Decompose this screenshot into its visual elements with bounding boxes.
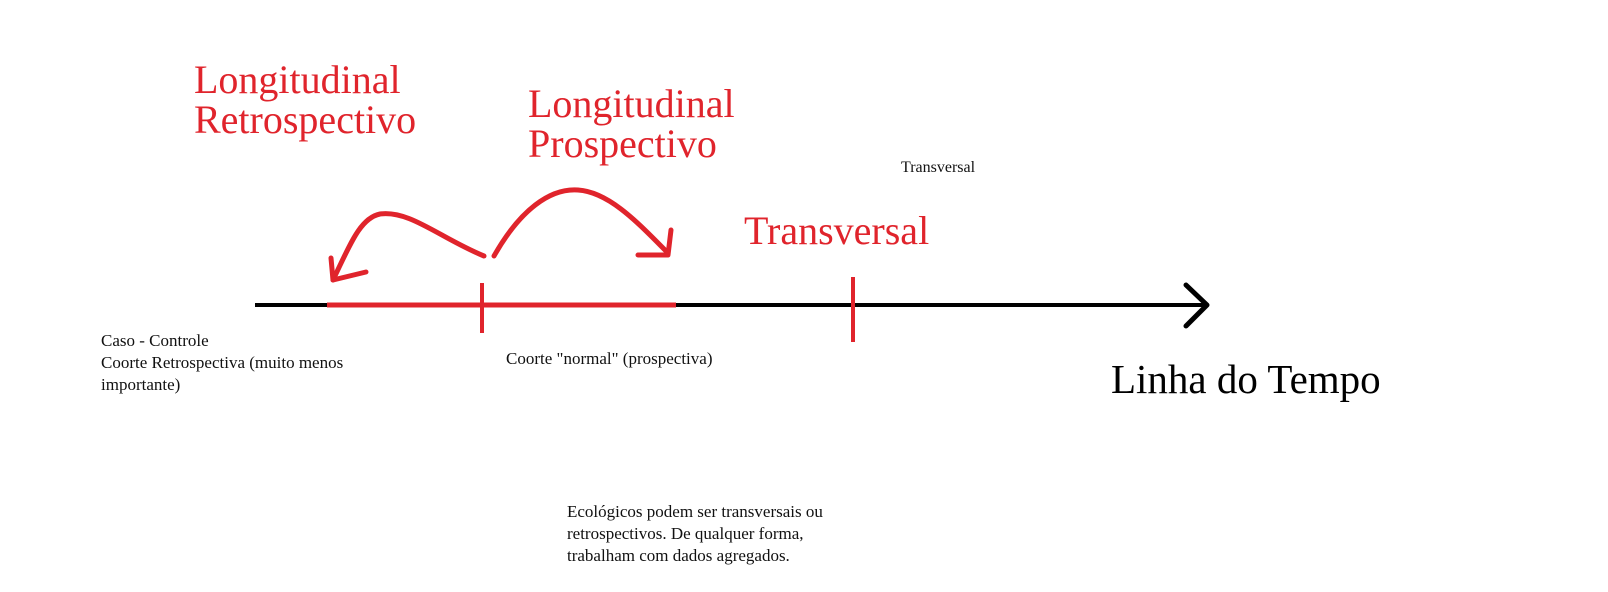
timeline-label: Linha do Tempo [1111, 356, 1381, 402]
ecological-line-2: retrospectivos. De qualquer forma, [567, 524, 804, 543]
pro-line-2: Prospectivo [528, 121, 717, 166]
case-control-line-2: Coorte Retrospectiva (muito menos [101, 353, 344, 372]
timeline-arrowhead [1183, 282, 1210, 329]
case-control-line-1: Caso - Controle [101, 331, 209, 350]
cohort-normal-note: Coorte "normal" (prospectiva) [506, 349, 713, 368]
transversal-red-label: Transversal [744, 208, 930, 253]
case-control-note: Caso - Controle Coorte Retrospectiva (mu… [101, 330, 343, 396]
ecological-line-3: trabalham com dados agregados. [567, 546, 790, 565]
transversal-small-label: Transversal [901, 159, 976, 176]
prospective-arrow [491, 187, 671, 259]
case-control-line-3: importante) [101, 375, 181, 394]
ecological-line-1: Ecológicos podem ser transversais ou [567, 502, 823, 521]
retrospective-arrow [330, 211, 487, 283]
retro-line-2: Retrospectivo [194, 97, 417, 142]
prospective-arrowhead [635, 227, 674, 258]
pro-line-1: Longitudinal [528, 81, 735, 126]
retro-line-1: Longitudinal [194, 57, 401, 102]
longitudinal-prospectivo-label: Longitudinal Prospectivo [528, 84, 735, 164]
longitudinal-retrospectivo-label: Longitudinal Retrospectivo [194, 60, 416, 140]
retrospective-arrowhead [328, 255, 369, 283]
ecological-note: Ecológicos podem ser transversais ou ret… [567, 501, 823, 567]
